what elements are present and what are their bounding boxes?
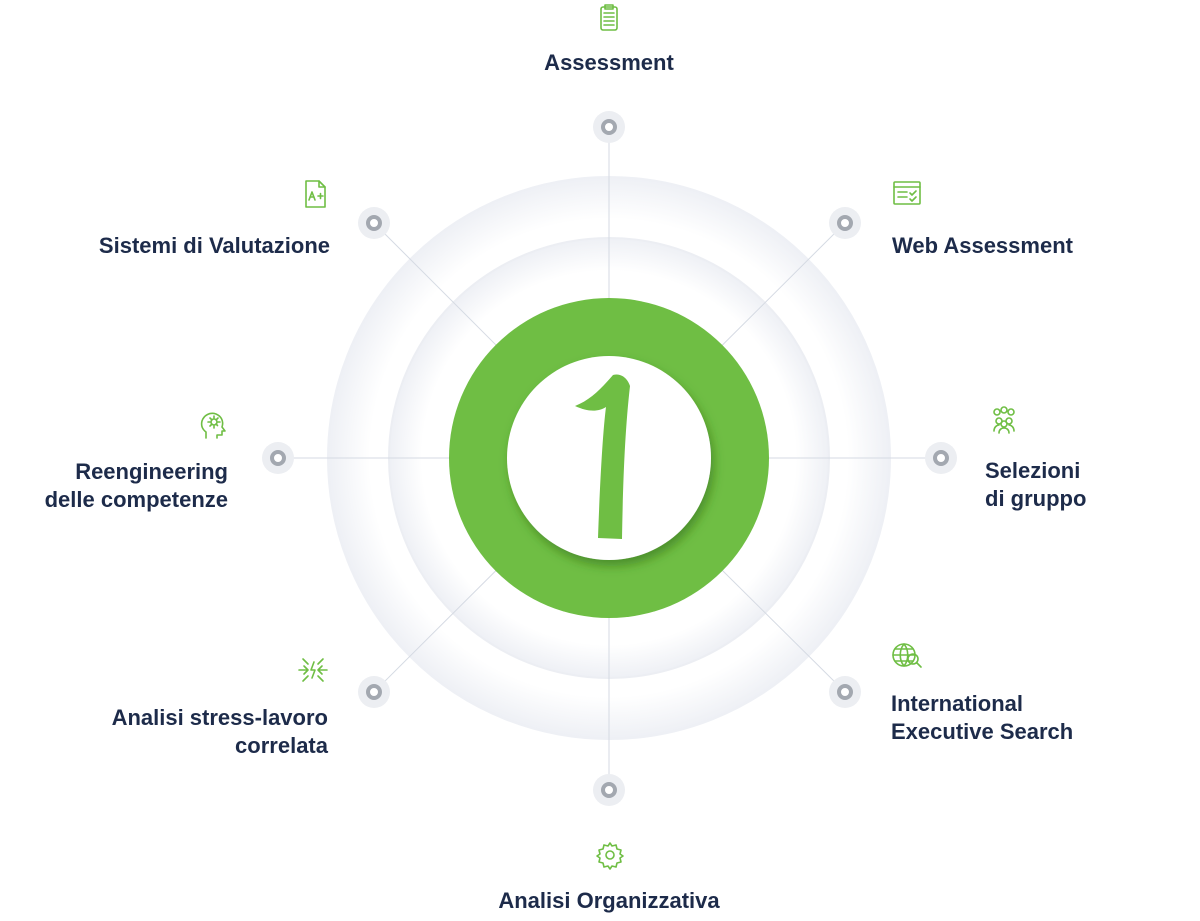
label-line: di gruppo bbox=[985, 486, 1087, 511]
label-line: Analisi Organizzativa bbox=[498, 888, 720, 913]
browser-checklist-icon bbox=[891, 177, 923, 209]
node-marker-international[interactable] bbox=[829, 676, 861, 708]
label-stress[interactable]: Analisi stress-lavoro correlata bbox=[112, 704, 328, 760]
label-line: Reengineering bbox=[75, 459, 228, 484]
label-selezioni[interactable]: Selezioni di gruppo bbox=[985, 457, 1086, 513]
label-valutazione[interactable]: Sistemi di Valutazione bbox=[99, 232, 330, 260]
spoke-line bbox=[373, 222, 504, 353]
label-assessment[interactable]: Assessment bbox=[544, 49, 674, 77]
spoke-line bbox=[715, 563, 846, 693]
label-line: delle competenze bbox=[44, 487, 228, 512]
label-reengineering[interactable]: Reengineering delle competenze bbox=[45, 458, 228, 514]
node-marker-valutazione[interactable] bbox=[358, 207, 390, 239]
spoke-line bbox=[714, 222, 846, 353]
label-line: Sistemi di Valutazione bbox=[98, 233, 330, 258]
document-grade-icon bbox=[299, 178, 331, 210]
stress-arrows-icon bbox=[297, 654, 329, 686]
number-one-glyph bbox=[575, 374, 630, 539]
node-marker-organizzativa[interactable] bbox=[593, 774, 625, 806]
gear-check-icon bbox=[594, 839, 626, 871]
label-line: International bbox=[891, 691, 1024, 716]
node-marker-web-assessment[interactable] bbox=[829, 207, 861, 239]
spoke-line bbox=[373, 563, 504, 693]
group-icon bbox=[988, 403, 1020, 435]
label-line: Assessment bbox=[544, 50, 674, 75]
label-organizzativa[interactable]: Analisi Organizzativa bbox=[498, 887, 719, 915]
node-marker-selezioni[interactable] bbox=[925, 442, 957, 474]
label-line: correlata bbox=[235, 733, 328, 758]
label-web-assessment[interactable]: Web Assessment bbox=[892, 232, 1073, 260]
label-line: Analisi stress-lavoro bbox=[111, 705, 328, 730]
label-line: Web Assessment bbox=[892, 233, 1073, 258]
node-marker-assessment[interactable] bbox=[593, 111, 625, 143]
node-marker-stress[interactable] bbox=[358, 676, 390, 708]
clipboard-icon bbox=[593, 2, 625, 34]
node-marker-reengineering[interactable] bbox=[262, 442, 294, 474]
globe-search-icon bbox=[891, 640, 923, 672]
head-gear-icon bbox=[197, 409, 229, 441]
label-line: Selezioni bbox=[985, 458, 1081, 483]
label-line: Executive Search bbox=[891, 719, 1074, 744]
